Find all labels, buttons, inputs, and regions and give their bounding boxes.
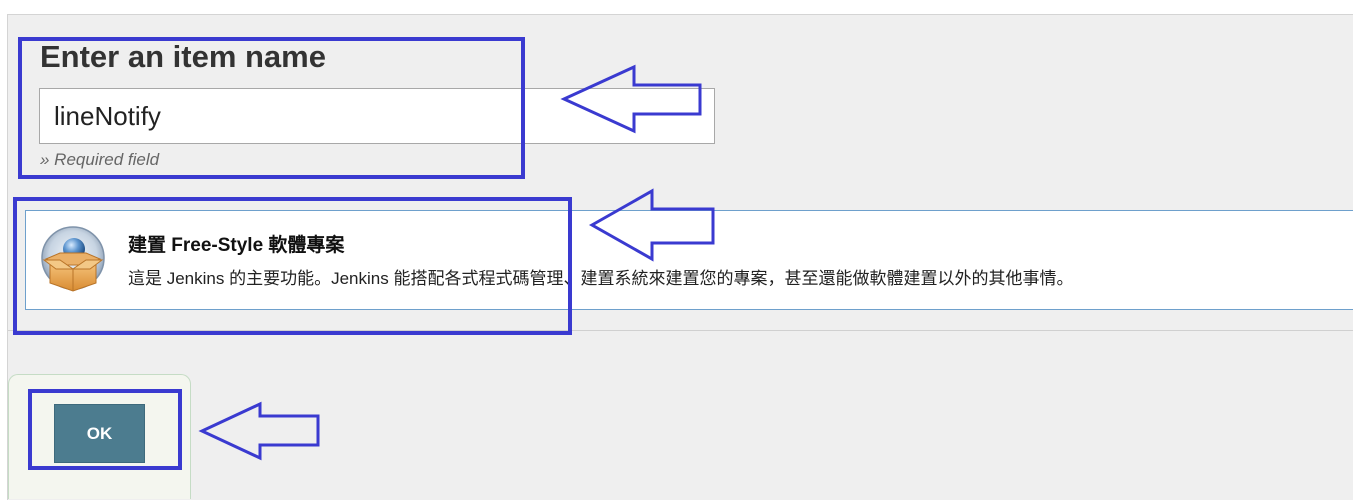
- section-divider: [8, 330, 1353, 331]
- freestyle-package-icon: [40, 225, 106, 297]
- item-name-input[interactable]: [39, 88, 715, 144]
- job-type-title: 建置 Free-Style 軟體專案: [128, 235, 345, 256]
- ok-button[interactable]: OK: [54, 404, 145, 463]
- page-heading: Enter an item name: [40, 39, 326, 74]
- required-field-hint: » Required field: [40, 150, 160, 169]
- job-type-freestyle[interactable]: 建置 Free-Style 軟體專案 這是 Jenkins 的主要功能。Jenk…: [25, 210, 1353, 310]
- job-type-description: 這是 Jenkins 的主要功能。Jenkins 能搭配各式程式碼管理、建置系統…: [128, 269, 1074, 288]
